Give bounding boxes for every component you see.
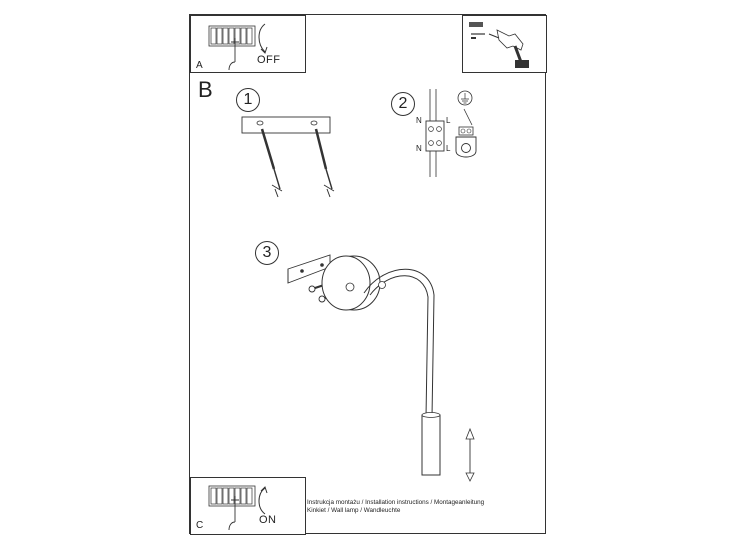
- step-number-3-text: 3: [262, 244, 272, 261]
- circuit-breaker-icon: [208, 485, 256, 531]
- ground-terminal-diagram: [455, 90, 477, 158]
- step-a-label: A: [196, 60, 203, 71]
- wire-n-top: N: [416, 116, 422, 125]
- caption-line-1: Instrukcja montażu / Installation instru…: [307, 499, 485, 506]
- drill-icon: [469, 22, 529, 68]
- wiring-terminal-diagram: [425, 89, 445, 177]
- step-number-2: 2: [391, 92, 415, 116]
- step-c-panel: ON C: [190, 477, 306, 535]
- wire-n-bottom: N: [416, 144, 422, 153]
- step-number-1-text: 1: [243, 91, 253, 108]
- step-a-panel: OFF A: [190, 15, 306, 73]
- off-label: OFF: [257, 54, 281, 66]
- on-label: ON: [259, 514, 277, 526]
- arrow-down-icon: [258, 23, 268, 54]
- tools-panel: [462, 15, 547, 73]
- lamp-assembly-diagram: [287, 254, 475, 482]
- instruction-sheet: OFF A B 1 2 3: [189, 14, 547, 535]
- arrow-up-icon: [258, 486, 268, 515]
- wire-l-bottom: L: [446, 144, 451, 153]
- step-b-label: B: [198, 77, 213, 102]
- caption-line-2: Kinkiet / Wall lamp / Wandleuchte: [307, 507, 401, 514]
- mounting-plate-diagram: [241, 116, 335, 198]
- step-number-1: 1: [236, 88, 260, 112]
- step-number-3: 3: [255, 241, 279, 265]
- caption: Instrukcja montażu / Installation instru…: [307, 499, 484, 515]
- step-c-label: C: [196, 520, 204, 531]
- wire-l-top: L: [446, 116, 451, 125]
- circuit-breaker-icon: [208, 25, 256, 71]
- step-number-2-text: 2: [398, 95, 408, 112]
